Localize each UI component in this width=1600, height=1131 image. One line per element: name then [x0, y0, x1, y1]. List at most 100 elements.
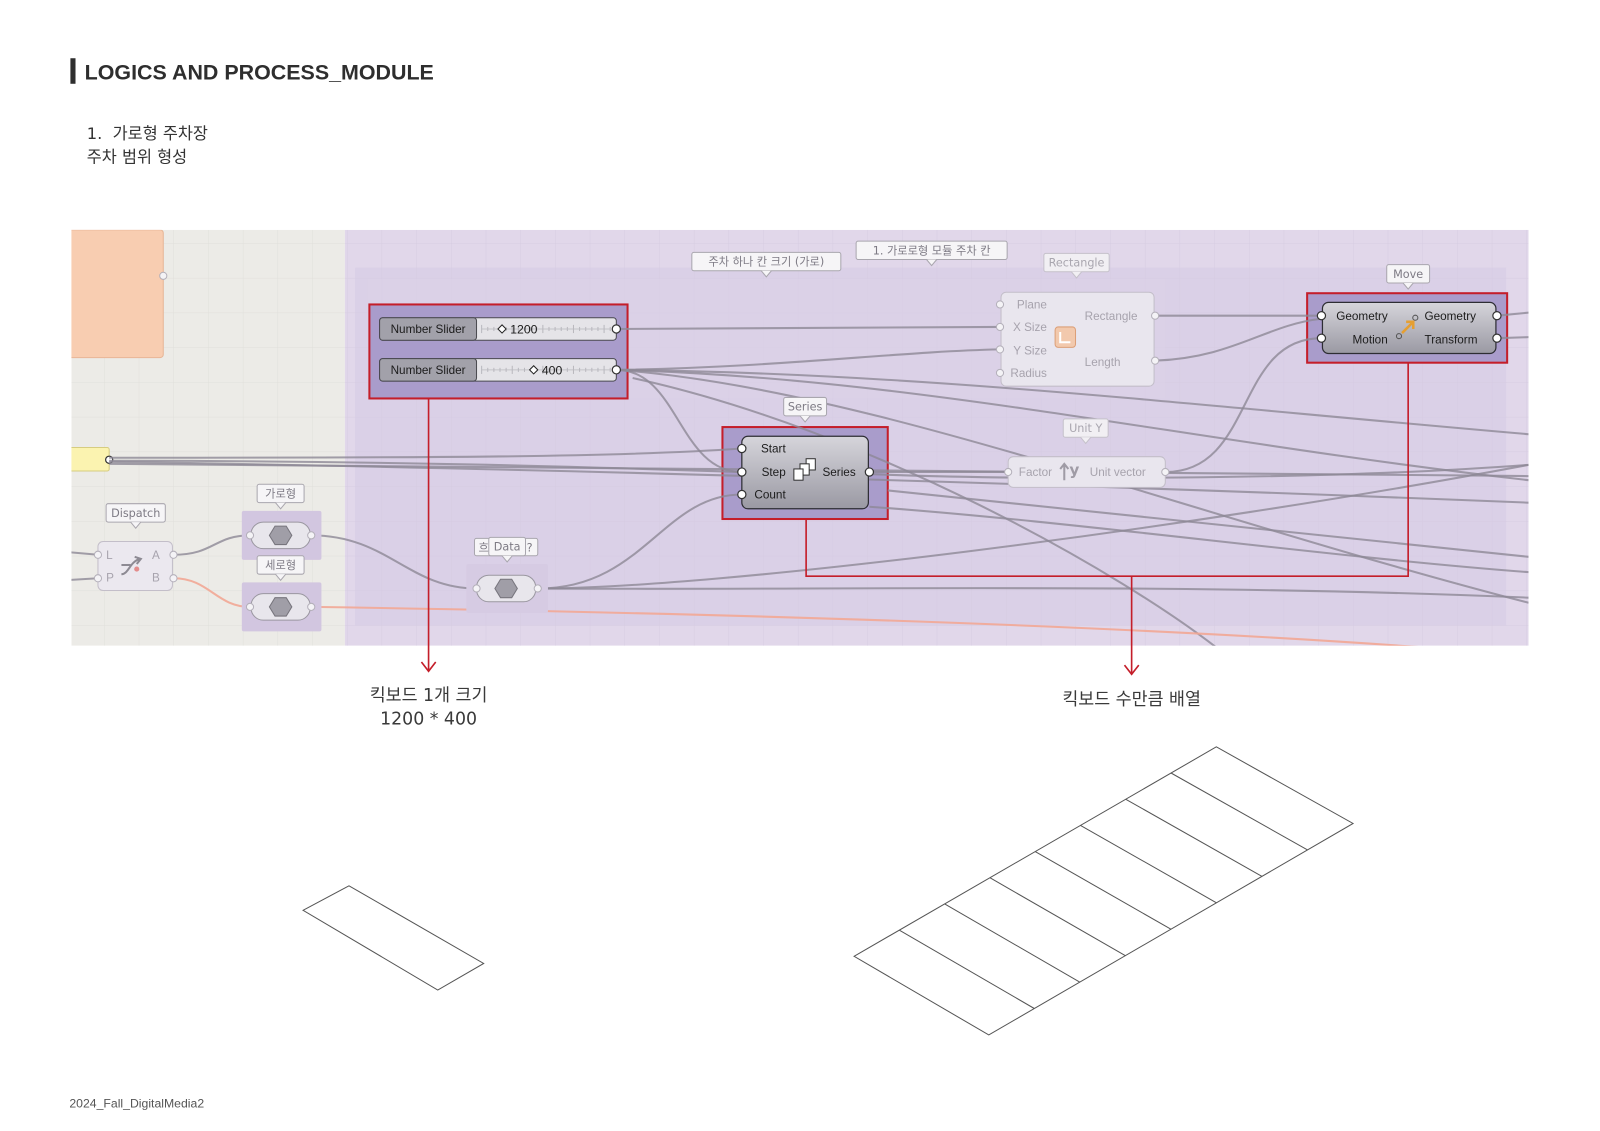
slider-handle: [528, 365, 539, 375]
arrowhead: [1123, 664, 1140, 676]
bubble-pointer: [1402, 282, 1414, 290]
bubble-pointer: [760, 270, 772, 278]
component-name: Series: [788, 401, 823, 414]
icon-mark: [1059, 332, 1071, 344]
title-bar: [70, 58, 76, 84]
group-label-module: 1. 가로로형 모듈 주차 칸: [855, 240, 1008, 267]
section-heading: 1. 가로형 주차장: [87, 124, 208, 143]
icon-origin: [1395, 333, 1403, 340]
input-label: Step: [762, 466, 787, 479]
component-name: Rectangle: [1049, 257, 1105, 270]
slider-value: 1200: [510, 323, 537, 337]
bubble-pointer: [799, 415, 811, 423]
output-grip: [1492, 310, 1502, 321]
input-grip: [245, 531, 255, 540]
input-label: X Size: [1013, 321, 1047, 334]
input-grip: [995, 345, 1005, 354]
wire: [616, 368, 1529, 436]
slider-handle: [497, 324, 507, 334]
annotation-single-dimensions: 1200 * 400: [380, 709, 477, 729]
icon-arrow: [1059, 462, 1070, 481]
input-label: Factor: [1019, 466, 1052, 479]
relay-data: 흐 ? Data: [466, 536, 548, 614]
group-label-text: 1. 가로로형 모듈 주차 칸: [873, 244, 991, 257]
input-label: Geometry: [1336, 310, 1388, 323]
slider-label-area: [379, 317, 478, 341]
component-name: Dispatch: [111, 507, 160, 520]
output-label: Unit vector: [1090, 466, 1146, 479]
wire: [616, 348, 1001, 371]
wire: [1496, 336, 1529, 340]
slider-label: Number Slider: [391, 323, 466, 336]
input-grip: [1316, 333, 1327, 343]
annotation-single-size: 킥보드 1개 크기: [370, 686, 488, 706]
output-grip: [864, 467, 875, 477]
wire: [887, 489, 1529, 558]
output-label: Geometry: [1424, 310, 1476, 323]
wire: [632, 377, 1216, 646]
icon-letter: y: [1069, 461, 1079, 479]
output-label: Series: [822, 466, 855, 479]
relay-vertical: 세로형: [241, 555, 322, 632]
output-label: A: [152, 549, 160, 562]
wire: [311, 534, 477, 590]
component-body: [1000, 291, 1155, 387]
wire: [538, 493, 742, 590]
bubble-pointer: [275, 573, 287, 582]
icon-arrow: [121, 555, 143, 576]
yellow-panel: [71, 446, 110, 472]
connector-series-move: [805, 362, 1409, 578]
wire: [616, 368, 742, 474]
section-subheading: 주차 범위 형성: [87, 147, 187, 166]
output-label: Transform: [1424, 333, 1477, 346]
array-module-drawing: [853, 746, 1355, 1036]
input-grip: [1004, 467, 1013, 477]
output-grip: [307, 602, 316, 611]
rectangle-component: Rectangle Plane X Size Y Size Radius Rec…: [995, 252, 1160, 387]
move-arrow-icon: [1395, 314, 1419, 340]
relay-name: Data: [494, 541, 521, 554]
move-component: Move Geometry Motion Geometry Transform: [1316, 264, 1502, 355]
component-body: [1321, 301, 1497, 355]
relay-name: 세로형: [265, 559, 296, 572]
slider-value: 400: [542, 363, 563, 377]
wire: [1496, 311, 1529, 317]
input-label: Y Size: [1013, 345, 1047, 358]
output-grip: [1151, 311, 1160, 320]
icon-dot: [134, 566, 140, 572]
page-title: LOGICS AND PROCESS_MODULE: [85, 61, 434, 85]
dispatch-icon: [121, 555, 143, 576]
hexagon-icon: [268, 597, 293, 617]
dispatch-component: Dispatch L P A B: [93, 503, 178, 592]
cell-divider: [1080, 824, 1217, 904]
bubble-pointer: [275, 502, 287, 510]
single-module-drawing: [302, 885, 485, 991]
input-label: Start: [761, 443, 787, 456]
array-outline: [853, 746, 1355, 1036]
input-grip: [1316, 310, 1327, 321]
annotation-array: 킥보드 수만큼 배열: [1062, 690, 1201, 710]
bubble-pointer: [501, 555, 513, 563]
arrowhead: [420, 661, 437, 673]
icon-arrow: [1401, 320, 1415, 334]
wire: [538, 587, 1529, 599]
wire: [869, 463, 1529, 479]
component-name: Move: [1393, 268, 1423, 281]
group-label-cell-size: 주차 하나 칸 크기 (가로): [691, 251, 842, 278]
input-grip: [93, 550, 103, 559]
bubble-pointer: [926, 259, 938, 267]
orange-panel-output: [159, 271, 168, 280]
input-grip: [995, 300, 1005, 309]
number-slider-depth: Number Slider 400: [379, 358, 622, 382]
wire: [616, 325, 1001, 331]
cell-divider: [944, 903, 1081, 983]
component-name: Unit Y: [1069, 422, 1102, 435]
output-grip: [169, 574, 178, 583]
wire: [71, 577, 99, 581]
footer-text: 2024_Fall_DigitalMedia2: [69, 1096, 204, 1110]
series-component: Series Start Step Count Series: [737, 396, 875, 510]
output-grip: [1492, 333, 1502, 343]
output-label: Rectangle: [1085, 310, 1138, 323]
output-grip: [1151, 356, 1160, 365]
bubble-pointer: [1071, 271, 1083, 279]
